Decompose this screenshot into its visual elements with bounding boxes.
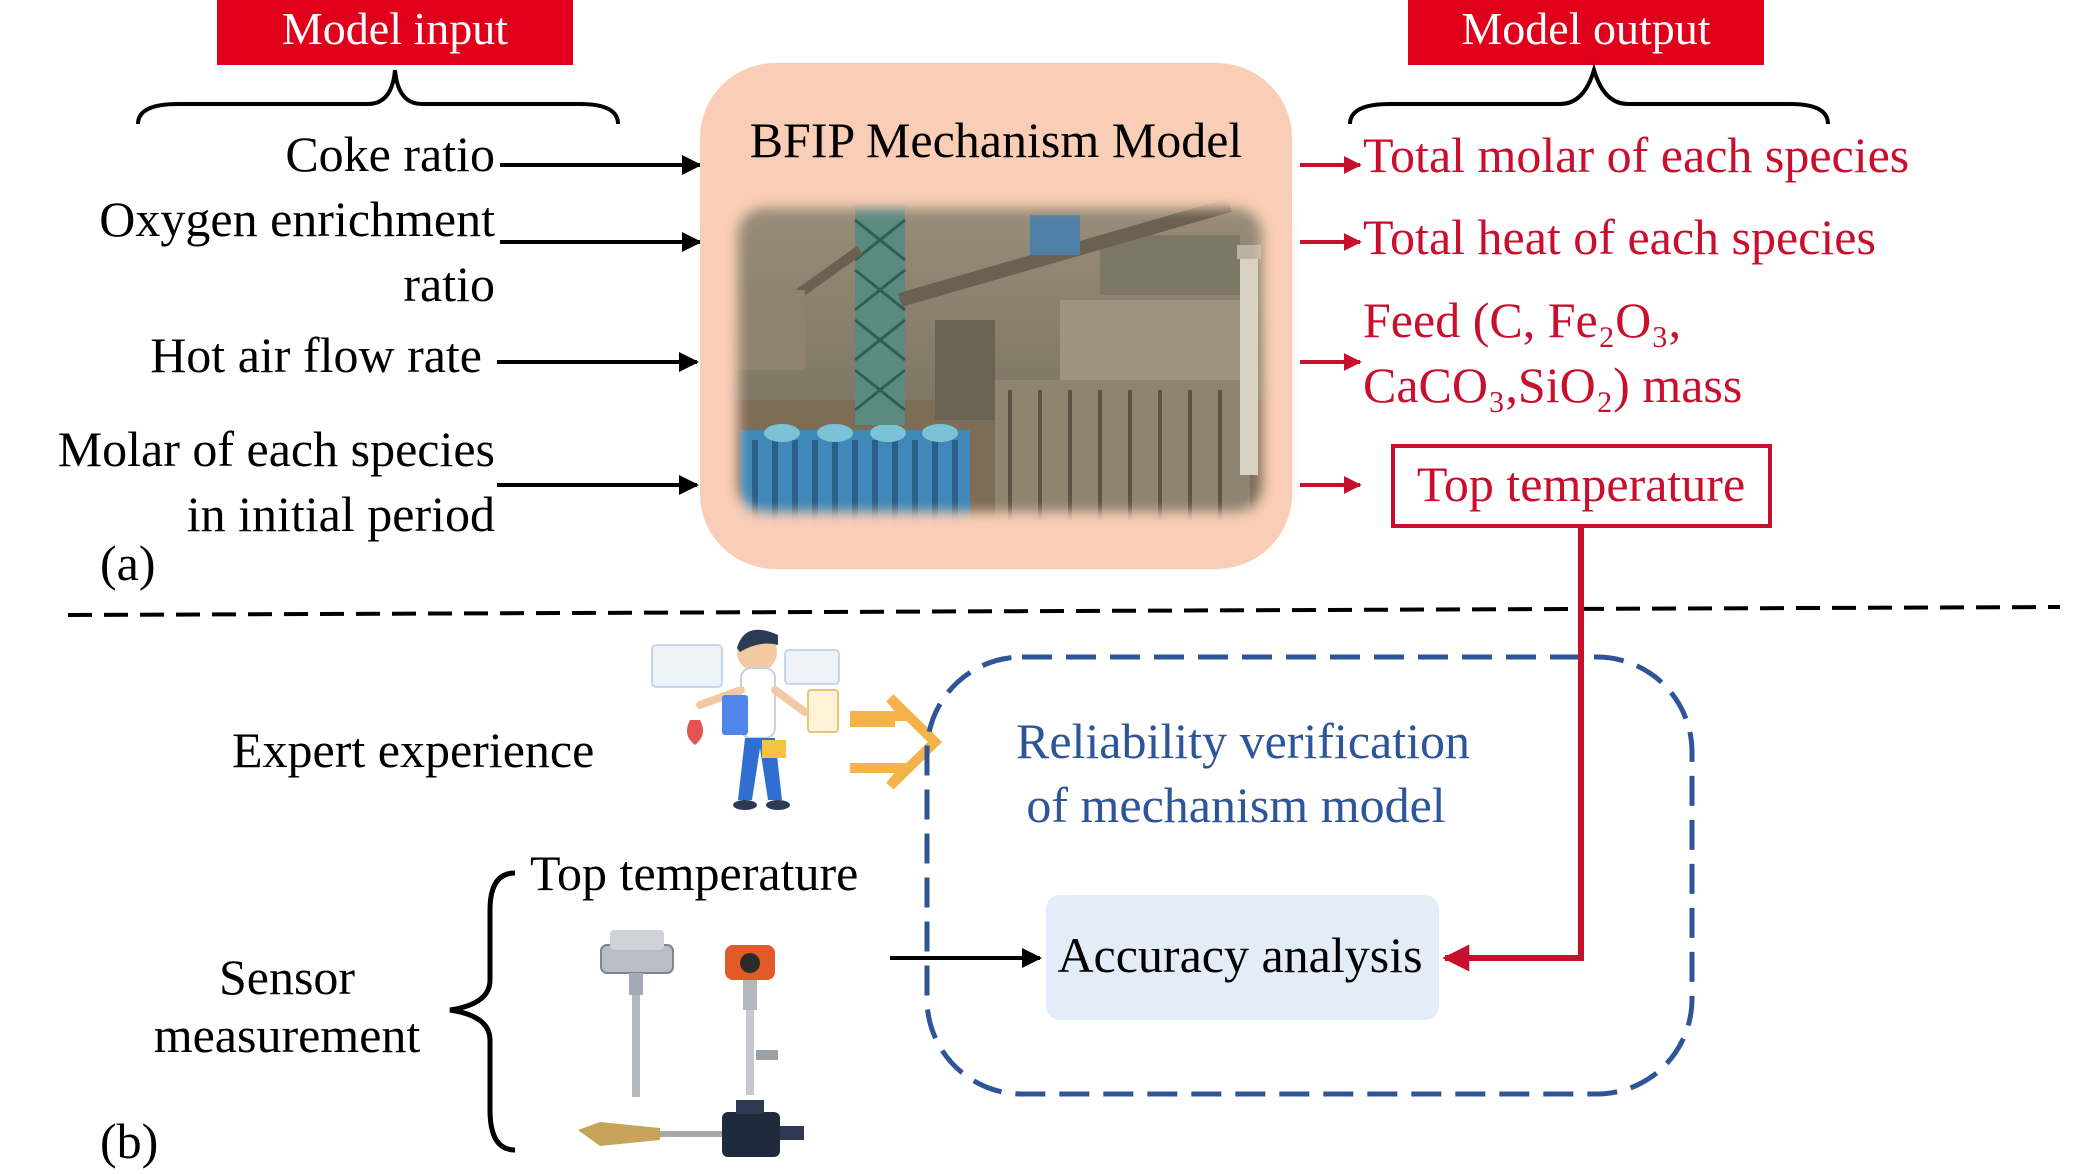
model-output-header: Model output [1408,0,1764,65]
svg-text:Model input: Model input [282,3,508,54]
output-top-temperature: Top temperature [1417,456,1745,512]
expert-experience-label: Expert experience [232,722,594,778]
input-coke-ratio: Coke ratio [285,126,495,182]
reliability-line2: of mechanism model [1026,777,1445,833]
input-oxygen-line1: Oxygen enrichment [99,191,495,247]
sensor-measurement-line2: measurement [154,1007,421,1063]
accuracy-analysis-box [1046,895,1439,1020]
thermocouple-icon [600,930,674,1097]
output-total-molar: Total molar of each species [1363,127,1909,183]
panel-b-label: (b) [100,1113,158,1169]
top-temperature-output-box [1391,444,1772,528]
input-hot-air-flow: Hot air flow rate [150,327,482,383]
output-total-heat: Total heat of each species [1363,209,1876,265]
flow-meter-icon [725,945,778,1095]
arrow-top-temp-to-accuracy [1442,526,1584,972]
plant-photo-vignette [712,182,1288,538]
input-molar-line2: in initial period [187,486,495,542]
sensor-brace [449,870,516,1153]
sensor-top-temperature-label: Top temperature [530,845,858,901]
input-brace [136,69,620,125]
accuracy-analysis-label: Accuracy analysis [1057,927,1422,983]
expert-person-illustration [651,629,840,810]
orange-arrow-icon [850,694,943,790]
reliability-line1: Reliability verification [1016,713,1470,769]
input-molar-line1: Molar of each species [58,421,495,477]
panel-a-label: (a) [100,535,156,591]
output-brace [1348,62,1830,125]
blast-furnace-plant-photo [725,195,1275,525]
output-feed-line2: CaCO₃,SiO₂) mass [1363,357,1742,413]
input-oxygen-line2: ratio [403,256,495,312]
sensor-measurement-line1: Sensor [219,949,355,1005]
level-gauge-icon [578,1100,804,1157]
output-feed-line1: Feed (C, Fe₂O₃, [1363,292,1681,348]
reliability-verification-region [924,654,1695,1097]
svg-text:Model output: Model output [1461,3,1710,54]
model-title: BFIP Mechanism Model [750,112,1243,168]
model-input-header: Model input [217,0,573,65]
panel-divider [67,605,2061,617]
